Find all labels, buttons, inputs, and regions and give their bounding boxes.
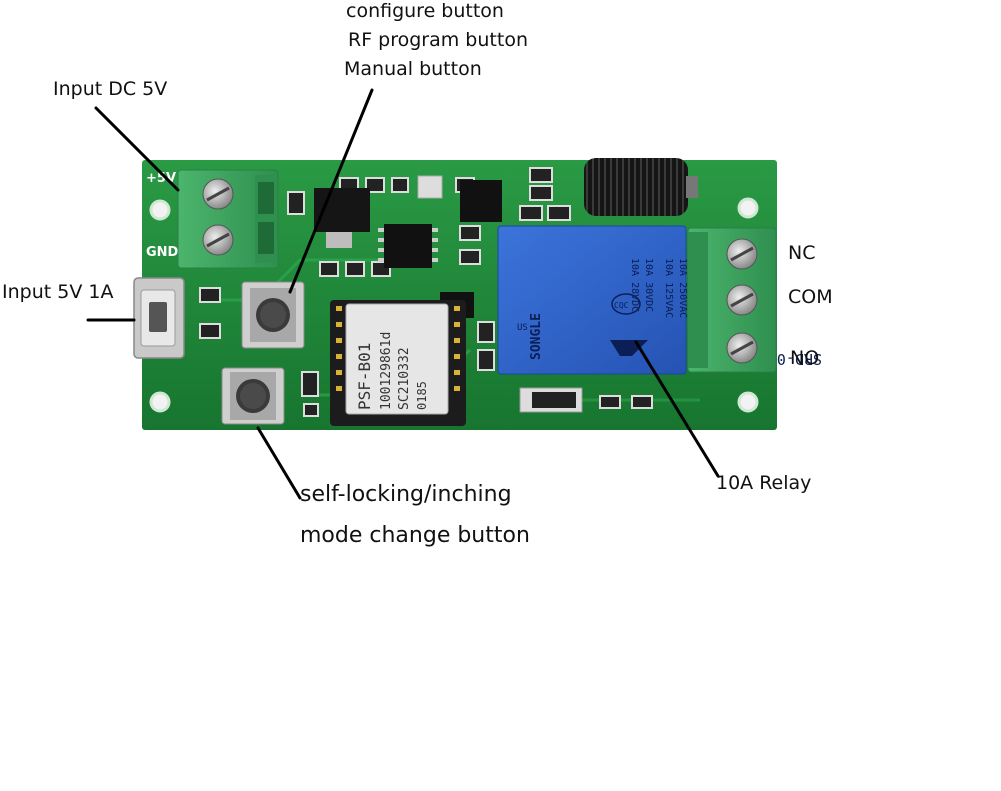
diode-icon <box>519 387 583 413</box>
relay-rating-3: 10A 30VDC <box>643 258 654 312</box>
label-com: COM <box>788 286 833 308</box>
leader-input-dc <box>94 106 180 192</box>
leader-lines <box>86 88 720 500</box>
relay-brand: SONGLE <box>529 313 544 360</box>
label-nc: NC <box>788 242 816 264</box>
label-input-usb: Input 5V 1A <box>2 281 114 303</box>
relay-rating-2: 10A 125VAC <box>663 258 674 318</box>
label-mode-line2: mode change button <box>300 523 530 548</box>
label-relay: 10A Relay <box>716 472 812 494</box>
relay-us: US <box>517 323 528 333</box>
mode-push-button-icon <box>221 367 285 425</box>
label-rf-program-button: RF program button <box>348 29 528 51</box>
smd-components <box>199 167 653 417</box>
leader-mode-button <box>256 426 302 500</box>
leader-manual-button <box>288 88 374 294</box>
relay-rating-4: 10A 28VDC <box>629 258 640 312</box>
label-configure-button: configure button <box>346 0 504 22</box>
screw-terminal-icon <box>177 169 279 269</box>
module-line4: 0185 <box>415 381 429 410</box>
silk-gnd: GND <box>146 245 179 260</box>
module-line3: SC210332 <box>397 347 412 410</box>
label-input-dc: Input DC 5V <box>53 78 168 100</box>
antenna-coil-icon <box>584 158 698 216</box>
mounting-hole-icon <box>149 197 759 413</box>
relay-output-terminal-icon <box>687 227 777 373</box>
push-button-icon <box>241 281 305 349</box>
label-manual-button: Manual button <box>344 58 482 80</box>
micro-usb-icon <box>133 277 185 359</box>
wifi-module-icon: PSF-B01 100129861d SC210332 0185 <box>330 300 466 426</box>
module-line2: 100129861d <box>379 332 394 410</box>
module-line1: PSF-B01 <box>355 343 374 410</box>
leader-relay <box>634 340 720 478</box>
relay-rating-1: 10A 250VAC <box>677 258 688 318</box>
relay-cqc: CQC <box>614 301 629 310</box>
label-no: NO <box>790 347 820 369</box>
label-mode-line1: self-locking/inching <box>300 482 512 507</box>
